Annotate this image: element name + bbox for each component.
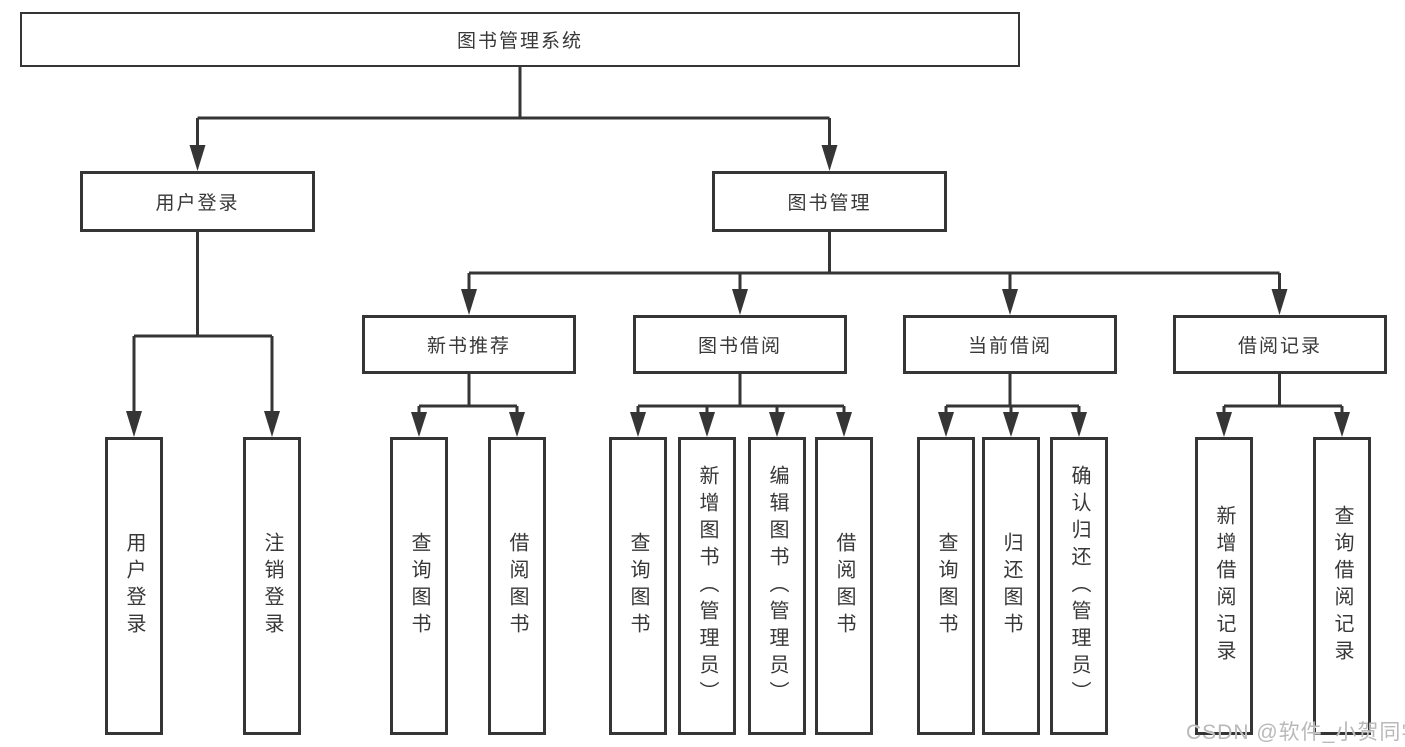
- node-borrow-records: 借阅记录: [1173, 315, 1387, 374]
- node-current-borrowing: 当前借阅: [903, 315, 1117, 374]
- leaf-edit-book-admin: 编辑图书（管理员）: [748, 437, 806, 735]
- node-user-login: 用户登录: [80, 171, 315, 232]
- leaf-logout: 注销登录: [243, 437, 301, 735]
- leaf-return-books: 归还图书: [982, 437, 1040, 735]
- node-book-management: 图书管理: [712, 171, 947, 232]
- leaf-confirm-return-admin: 确认归还（管理员）: [1050, 437, 1108, 735]
- leaf-query-borrow-record: 查询借阅记录: [1313, 437, 1371, 735]
- node-library-system: 图书管理系统: [20, 12, 1020, 67]
- leaf-query-books-borrow: 查询图书: [609, 437, 667, 735]
- leaf-query-books-current: 查询图书: [917, 437, 975, 735]
- leaf-add-book-admin: 新增图书（管理员）: [678, 437, 736, 735]
- node-book-borrowing: 图书借阅: [633, 315, 847, 374]
- leaf-user-login: 用户登录: [105, 437, 163, 735]
- node-new-book-recommend: 新书推荐: [362, 315, 576, 374]
- leaf-add-borrow-record: 新增借阅记录: [1195, 437, 1253, 735]
- leaf-query-books-recommend: 查询图书: [390, 437, 448, 735]
- leaf-borrow-books-recommend: 借阅图书: [488, 437, 546, 735]
- leaf-borrow-books: 借阅图书: [815, 437, 873, 735]
- csdn-watermark: CSDN @软件_小贺同学: [1186, 721, 1405, 744]
